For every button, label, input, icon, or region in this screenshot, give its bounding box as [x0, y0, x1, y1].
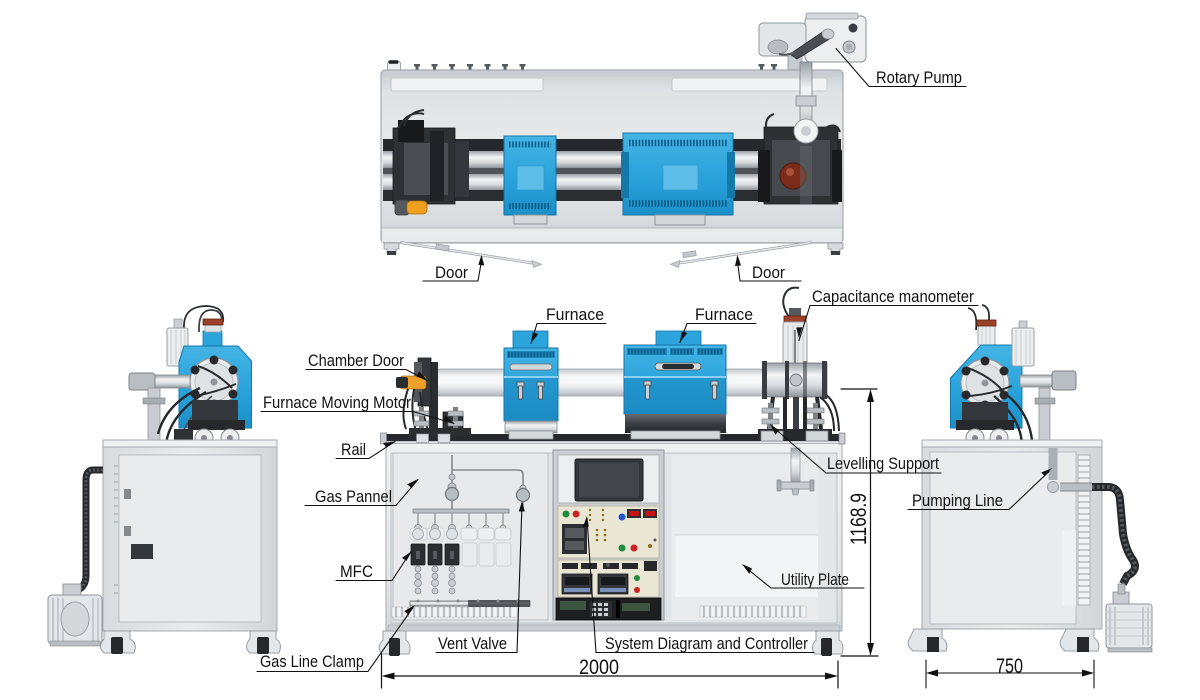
svg-text:Furnace Moving Motor: Furnace Moving Motor: [263, 394, 411, 412]
svg-text:2000: 2000: [579, 656, 619, 679]
svg-text:Levelling Support: Levelling Support: [827, 455, 939, 473]
svg-text:MFC: MFC: [340, 563, 373, 581]
svg-text:Gas Line Clamp: Gas Line Clamp: [260, 653, 364, 671]
svg-text:Pumping Line: Pumping Line: [912, 492, 1003, 510]
svg-text:Door: Door: [752, 264, 785, 282]
svg-text:System Diagram and Controller: System Diagram and Controller: [605, 635, 808, 653]
svg-text:Furnace: Furnace: [546, 306, 604, 324]
svg-text:Rotary Pump: Rotary Pump: [876, 69, 962, 87]
svg-text:Vent Valve: Vent Valve: [438, 635, 507, 653]
svg-text:Utility Plate: Utility Plate: [781, 571, 849, 589]
svg-text:1168.9: 1168.9: [846, 493, 871, 545]
svg-text:Rail: Rail: [341, 441, 366, 459]
svg-text:Gas Pannel: Gas Pannel: [315, 488, 392, 506]
svg-text:Door: Door: [435, 264, 468, 282]
svg-text:Chamber Door: Chamber Door: [308, 352, 404, 370]
svg-text:Furnace: Furnace: [695, 306, 753, 324]
svg-text:Capacitance manometer: Capacitance manometer: [812, 288, 974, 306]
svg-text:750: 750: [996, 655, 1023, 678]
